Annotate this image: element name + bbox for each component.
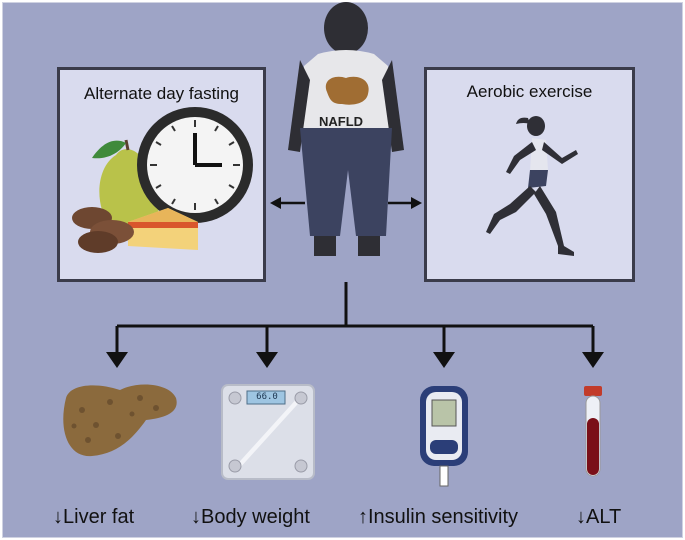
nafld-label: NAFLD (319, 114, 364, 129)
connector-lines (115, 282, 595, 354)
nuts-icon (72, 207, 134, 253)
outcome-body-weight: ↓Body weight (191, 506, 310, 528)
right-arrow-icon (388, 197, 422, 209)
cheese-icon (128, 208, 198, 250)
glucose-meter-icon (420, 386, 468, 487)
fasting-panel-title: Alternate day fasting (84, 84, 239, 103)
outcome-liver-fat: ↓Liver fat (53, 506, 135, 528)
outcome-insulin-sensitivity: ↑Insulin sensitivity (358, 506, 519, 528)
left-arrow-icon (270, 197, 305, 209)
outcome-alt: ↓ALT (576, 506, 622, 528)
person-figure (288, 2, 404, 256)
scale-display: 66.0 (256, 392, 278, 402)
exercise-panel-title: Aerobic exercise (466, 82, 593, 101)
clock-icon (137, 107, 253, 223)
runner-figure (486, 116, 578, 256)
liver-icon (63, 384, 177, 457)
blood-tube-icon (584, 386, 602, 477)
down-arrow-heads (106, 352, 604, 368)
scale-icon (221, 384, 315, 480)
